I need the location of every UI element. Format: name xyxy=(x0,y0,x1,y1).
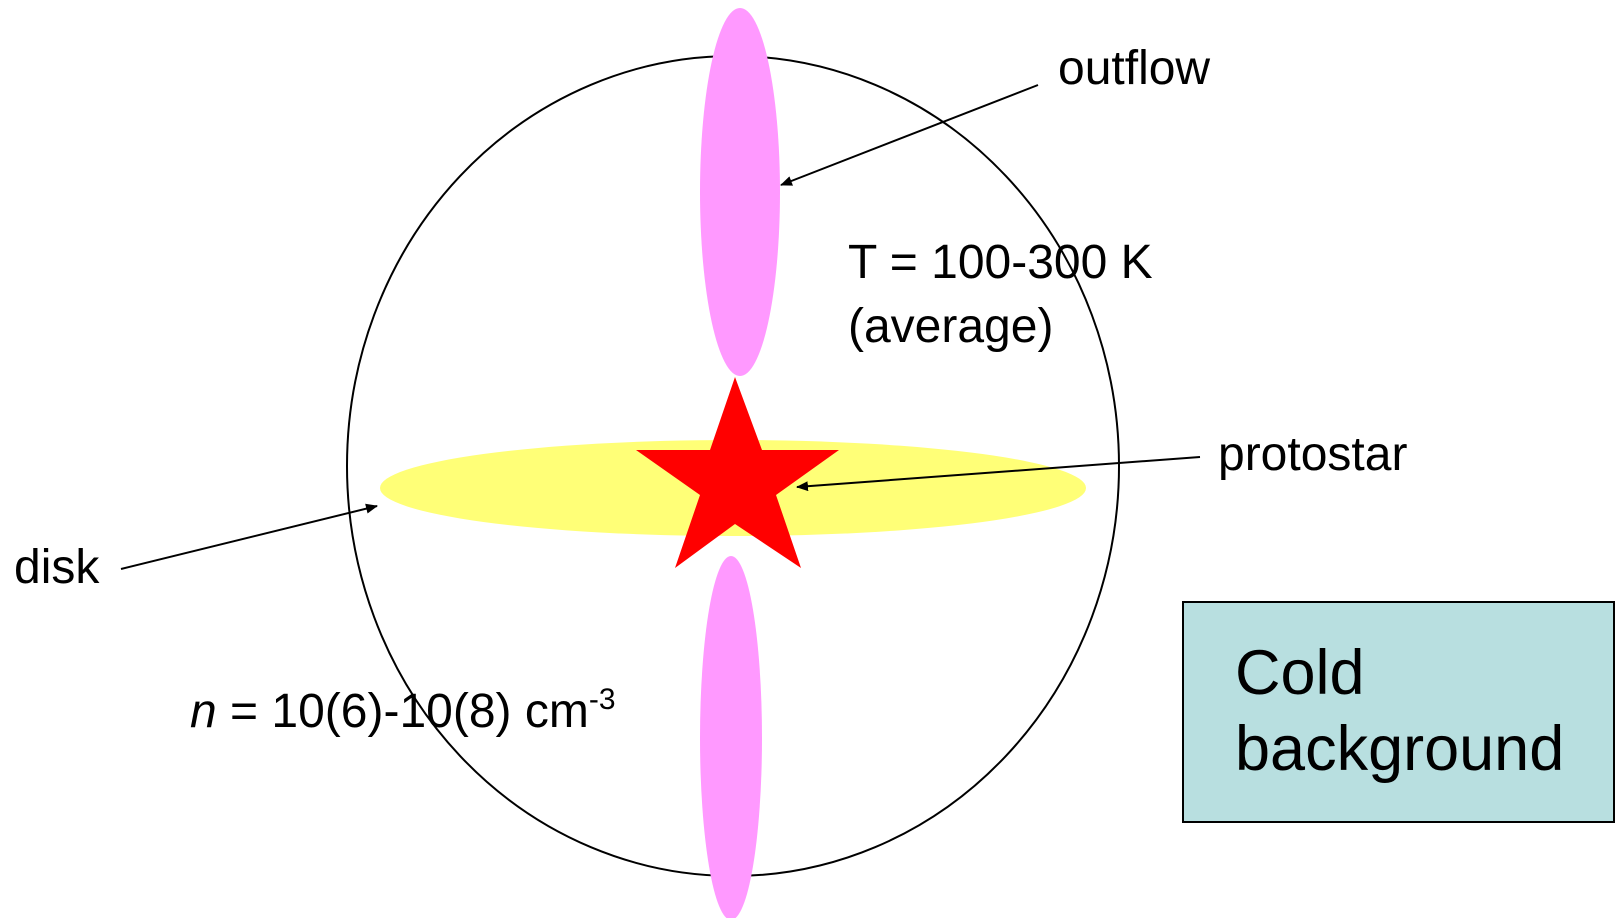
protostar-arrow xyxy=(796,456,1201,492)
disk-label: disk xyxy=(14,541,100,594)
density-label: n = 10(6)-10(8) cm-3 xyxy=(190,683,616,738)
density-value: = 10(6)-10(8) cm xyxy=(217,685,589,738)
protostar-label: protostar xyxy=(1218,428,1407,481)
star-icon xyxy=(636,377,839,568)
cold-background-box: Cold background xyxy=(1182,601,1615,823)
density-exponent: -3 xyxy=(589,683,616,716)
temperature-average-label: (average) xyxy=(848,300,1053,353)
disk-arrow xyxy=(120,503,378,570)
cold-background-line2: background xyxy=(1235,714,1565,784)
cold-background-line1: Cold xyxy=(1235,638,1365,708)
density-variable: n xyxy=(190,685,217,738)
temperature-label: T = 100-300 K xyxy=(848,236,1153,289)
outflow-lower-lobe xyxy=(700,556,762,918)
outflow-upper-lobe xyxy=(700,8,780,376)
outflow-label: outflow xyxy=(1058,42,1210,95)
outflow-arrow xyxy=(780,84,1039,186)
